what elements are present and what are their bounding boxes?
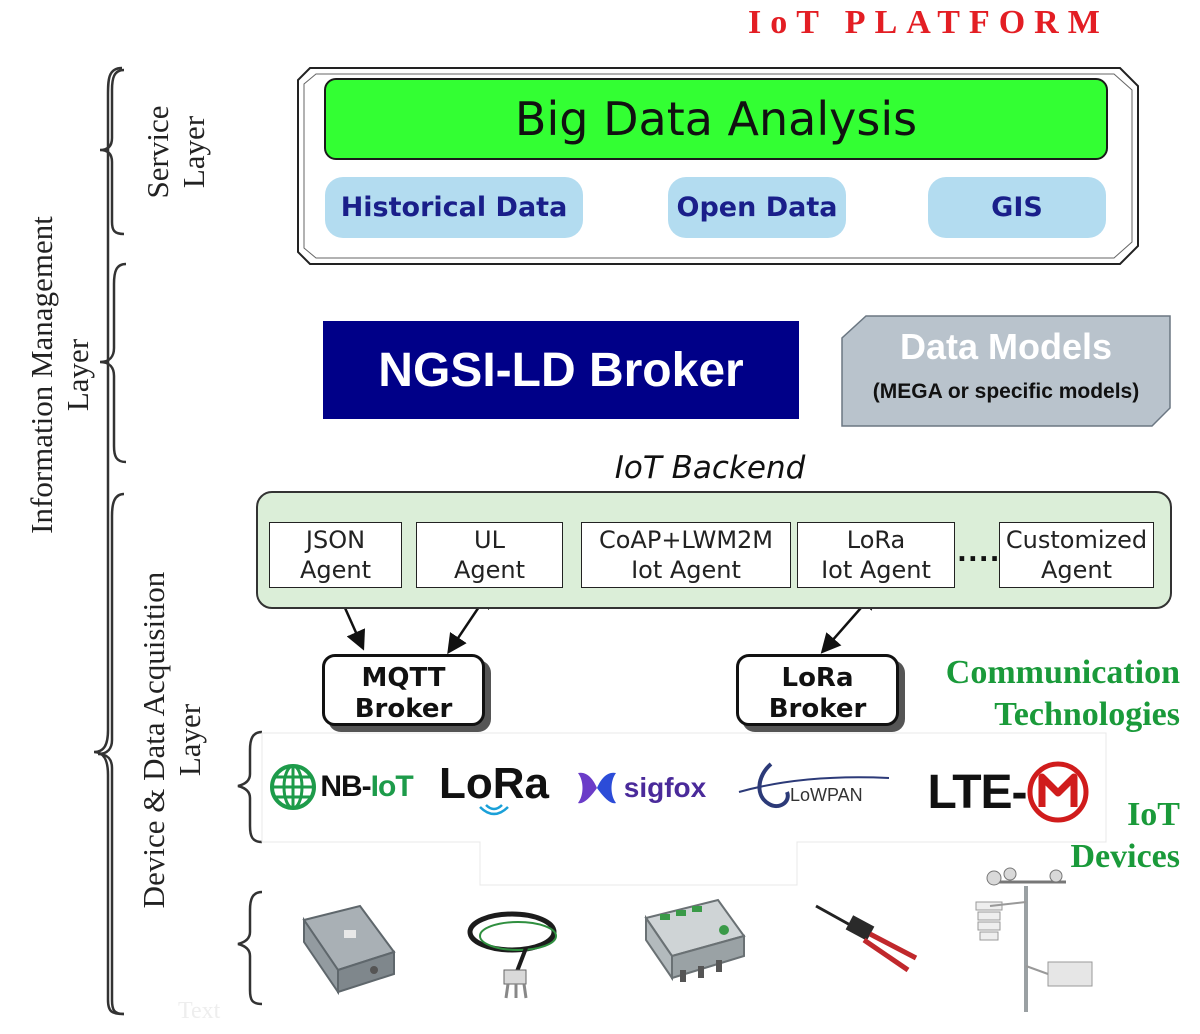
info-layer-brace — [99, 262, 127, 464]
device-layer-label: Device & Data Acquisition Layer — [136, 571, 207, 909]
iot-backend-label: IoT Backend — [614, 450, 806, 486]
lte-m-badge-icon — [1027, 761, 1089, 823]
gis-box: GIS — [928, 177, 1106, 238]
lora-waves-icon — [479, 804, 509, 816]
gateway-box-device — [302, 904, 396, 996]
soil-probe-device — [815, 904, 918, 973]
devices-brace — [237, 890, 263, 1006]
open-data-box: Open Data — [668, 177, 846, 238]
lowpan-logo: LoWPAN — [730, 754, 892, 820]
watermark-text: Text — [178, 998, 221, 1024]
info-mgmt-brace — [93, 66, 125, 1016]
technology-panel-frame — [261, 732, 1107, 886]
service-brace — [99, 68, 125, 236]
lowpan-swirl-icon — [738, 762, 889, 809]
lora-logo: LoRa — [434, 745, 554, 829]
ngsi-ld-broker-box: NGSI-LD Broker — [323, 321, 799, 419]
device-brace — [97, 492, 125, 1016]
sigfox-butterfly-icon — [577, 772, 616, 804]
communication-technologies-label: Communication Technologies — [945, 654, 1180, 733]
weather-station-device — [975, 867, 1093, 1012]
service-layer-label: Service Layer — [140, 105, 211, 199]
data-models-subtitle: (MEGA or specific models) — [872, 380, 1140, 403]
iot-devices-label: IoT Devices — [1070, 796, 1180, 875]
nb-iot-suffix: IoT — [370, 770, 414, 803]
sigfox-logo: sigfox — [566, 750, 714, 826]
diagram-title: IoT PLATFORM — [748, 4, 1109, 41]
nb-iot-prefix: NB- — [320, 770, 371, 803]
lte-m-logo: LTE- — [912, 752, 1104, 832]
big-data-analysis-box: Big Data Analysis — [324, 78, 1108, 160]
globe-icon — [270, 764, 317, 810]
io-controller-device — [644, 898, 746, 982]
historical-data-box: Historical Data — [325, 177, 583, 238]
technologies-brace — [237, 730, 263, 844]
information-management-layer-label: Information Management Layer — [24, 216, 95, 534]
nb-iot-logo: NB-IoT — [262, 745, 420, 829]
cable-sensor-device — [467, 911, 557, 999]
data-models-title: Data Models — [899, 326, 1113, 367]
data-models-shape — [841, 315, 1171, 427]
